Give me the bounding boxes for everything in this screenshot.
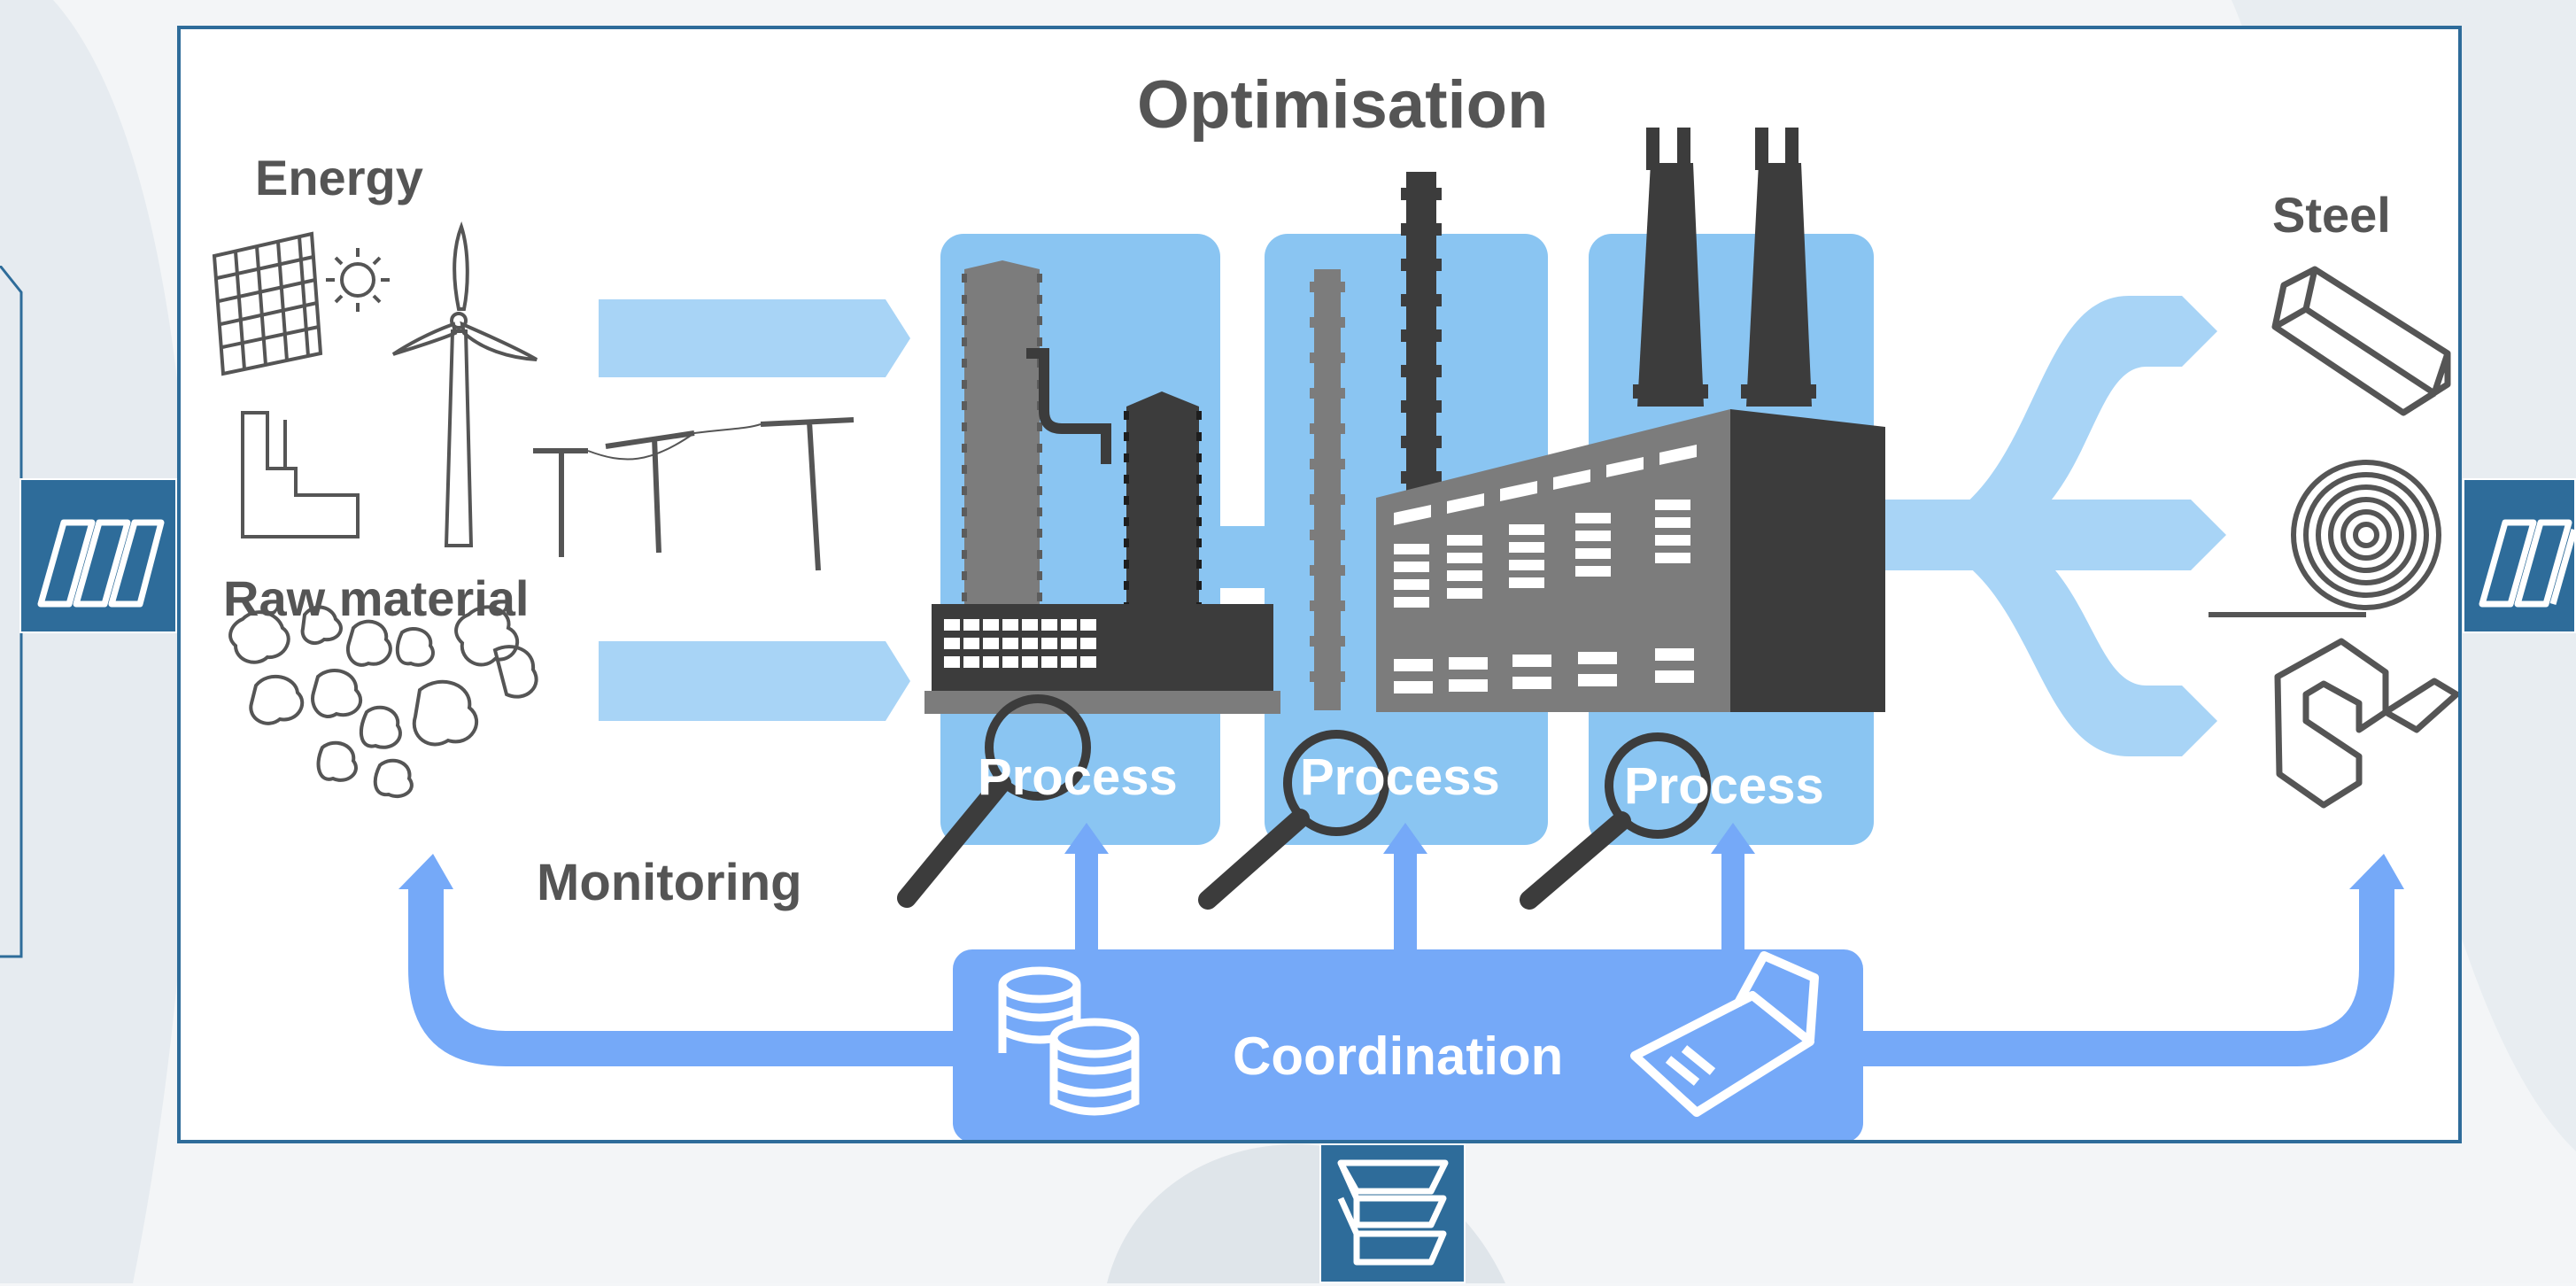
process-label-2: Process [1300,748,1500,806]
magnifier-icon-2 [1198,730,1389,910]
coordination-label: Coordination [1233,1026,1564,1086]
solar-panel-icon [212,231,323,376]
energy-label: Energy [255,150,423,205]
energy-flow-arrow [599,299,910,377]
process-label-1: Process [978,748,1178,806]
carousel-pages-icon [2479,519,2576,608]
factory-silo-icon [924,260,1280,714]
output-branch-arrows [1870,296,2226,756]
sun-icon [326,248,390,312]
factory-towers-icon [1310,128,1885,712]
steel-profile-icon [2274,638,2458,809]
diagram-title: Optimisation [1137,67,1549,143]
steel-ingot-icon [2271,266,2451,416]
next-slide-tab[interactable] [2463,478,2576,633]
diagram-frame: Optimisation Energy Raw material Steel M… [177,26,2462,1143]
process-diagram [212,128,2458,1140]
raw-material-flow-arrow [599,641,910,721]
process-label-3: Process [1624,757,1824,815]
carousel-pages-icon [37,519,165,608]
layers-tab[interactable] [1319,1143,1466,1283]
power-lines-icon [533,417,855,571]
magnifier-icon-3 [1520,732,1711,910]
steel-label: Steel [2272,187,2391,243]
coordination-box [953,949,1863,1140]
laptop-icon [1630,951,1819,1117]
monitoring-label: Monitoring [537,854,802,911]
steel-coil-icon [2209,460,2441,617]
magnifier-icon-1 [897,694,1091,908]
raw-material-rocks-icon [228,605,538,798]
power-plant-icon [241,411,360,538]
database-icon [998,966,1140,1116]
raw-material-label: Raw material [223,570,530,626]
previous-slide-tab[interactable] [19,478,177,633]
wind-turbine-icon [391,221,538,547]
coordination-loop [398,823,2404,1140]
stacked-layers-icon [1337,1159,1449,1266]
